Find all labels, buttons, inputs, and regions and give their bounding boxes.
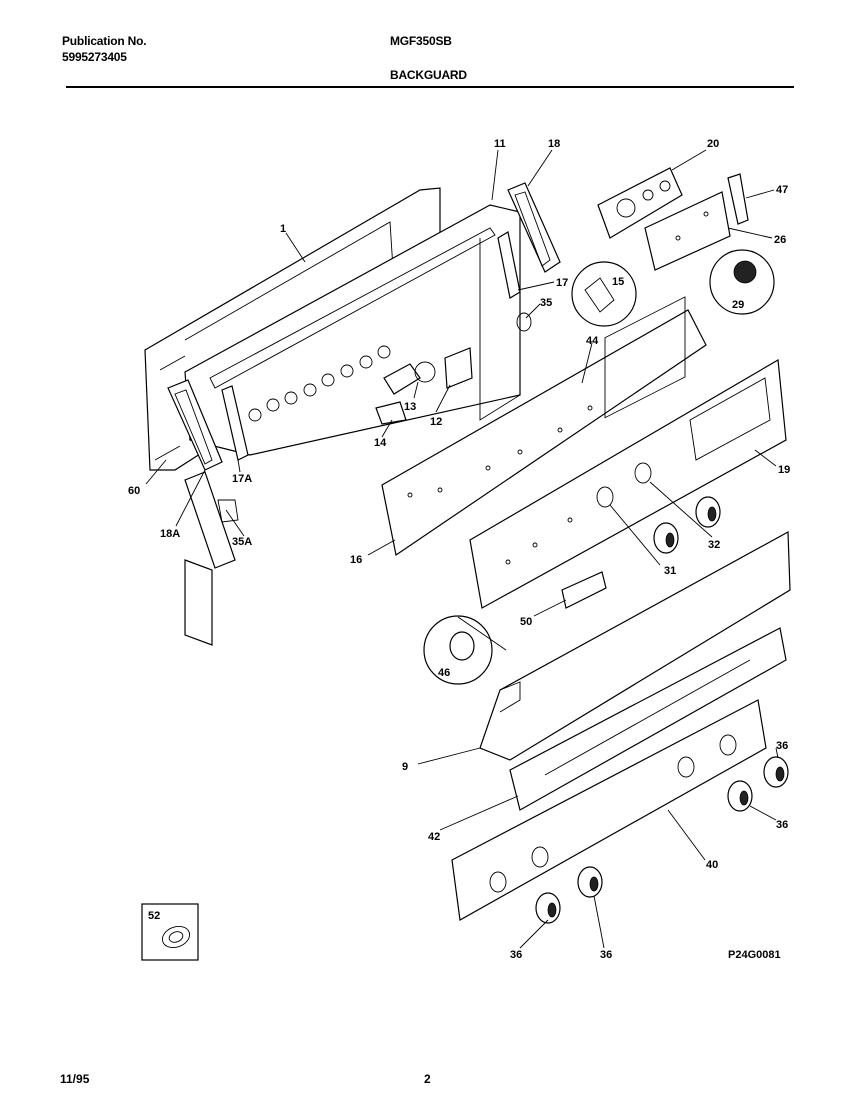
part-32-knob <box>634 462 721 528</box>
callout-label: 35 <box>540 297 552 309</box>
part-15-bracket <box>571 261 637 327</box>
part-9-housing <box>479 531 791 761</box>
callout-label: 13 <box>404 401 416 413</box>
part-52-boxed <box>141 903 199 961</box>
part-47-clip <box>727 173 749 225</box>
part-26-overlay <box>644 191 731 271</box>
part-29-knob <box>709 249 775 315</box>
callout-label: 46 <box>438 667 450 679</box>
part-35A-lower-strip <box>184 471 239 646</box>
part-60-screw <box>154 445 181 461</box>
callout-label: 29 <box>732 299 744 311</box>
diagram-code: P24G0081 <box>728 949 781 961</box>
callout-label: 36 <box>600 949 612 961</box>
part-19-glass-panel <box>469 359 787 609</box>
model-number: MGF350SB <box>390 34 452 48</box>
frame-holes <box>248 345 391 422</box>
callout-label: 36 <box>776 740 788 752</box>
part-14-terminal <box>375 401 407 425</box>
part-36-knob <box>763 756 789 788</box>
callout-label: 36 <box>510 949 522 961</box>
callout-label: 19 <box>778 464 790 476</box>
part-36-knob <box>577 866 603 898</box>
part-11-frame <box>184 204 521 456</box>
part-18A-left-end-cap <box>167 379 223 471</box>
part-31-knob <box>596 486 679 554</box>
callout-labels: 1 11 18 20 47 26 17 15 35 29 44 13 12 14… <box>128 138 790 961</box>
part-12-switch <box>444 347 473 389</box>
part-36-knob <box>727 780 753 812</box>
callout-label: 35A <box>232 536 252 548</box>
part-36-knob <box>535 892 561 924</box>
part-18-end-cap <box>507 182 561 273</box>
part-13-switch <box>383 361 436 395</box>
callout-label: 50 <box>520 616 532 628</box>
callout-label: 44 <box>586 335 599 347</box>
header-rule <box>66 86 794 88</box>
callout-label: 11 <box>494 138 506 150</box>
callout-label: 32 <box>708 539 720 551</box>
part-17A-left-bracket <box>221 385 249 461</box>
footer-date: 11/95 <box>60 1072 90 1086</box>
callout-label: 9 <box>402 761 408 773</box>
callout-label: 42 <box>428 831 440 843</box>
callout-label: 40 <box>706 859 718 871</box>
page-number: 2 <box>424 1072 431 1086</box>
publication-label: Publication No. <box>62 34 147 48</box>
part-35-grommet <box>516 312 532 332</box>
part-46-knob <box>423 615 493 685</box>
publication-number: 5995273405 <box>62 50 127 64</box>
part-50-bracket <box>561 571 607 609</box>
callout-label: 52 <box>148 910 160 922</box>
callout-label: 17 <box>556 277 568 289</box>
callout-label: 60 <box>128 485 140 497</box>
callout-label: 15 <box>612 276 624 288</box>
callout-label: 16 <box>350 554 362 566</box>
callout-label: 20 <box>707 138 719 150</box>
section-title: BACKGUARD <box>390 68 467 82</box>
callout-label: 14 <box>374 437 387 449</box>
callout-label: 18 <box>548 138 560 150</box>
callout-label: 1 <box>280 223 286 235</box>
callout-label: 12 <box>430 416 442 428</box>
part-20-clock <box>597 167 683 239</box>
part-40-front-panel <box>451 699 767 921</box>
callout-label: 26 <box>774 234 786 246</box>
callout-label: 31 <box>664 565 676 577</box>
callout-label: 17A <box>232 473 252 485</box>
callout-label: 18A <box>160 528 180 540</box>
part-17-bracket <box>497 231 521 299</box>
callout-label: 36 <box>776 819 788 831</box>
callout-label: 47 <box>776 184 788 196</box>
leader-lines <box>145 149 779 949</box>
